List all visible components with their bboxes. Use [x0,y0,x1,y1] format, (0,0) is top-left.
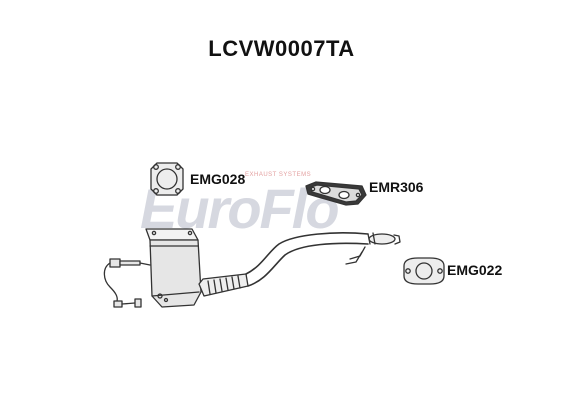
part-label-emg028: EMG028 [190,171,246,187]
gasket-emg028-drawing [150,162,184,196]
part-number-title: LCVW0007TA [208,36,355,61]
watermark-tagline: EXHAUST SYSTEMS [245,172,312,178]
downpipe-drawing [245,232,401,287]
lambda-sensor-drawing [103,258,151,308]
gasket-emr306-drawing [305,181,367,206]
part-label-emg022: EMG022 [447,262,503,278]
part-label-emr306: EMR306 [369,179,424,195]
flex-joint-drawing [198,273,249,297]
gasket-emg022-drawing [403,257,445,285]
catalytic-converter-drawing [145,228,202,308]
